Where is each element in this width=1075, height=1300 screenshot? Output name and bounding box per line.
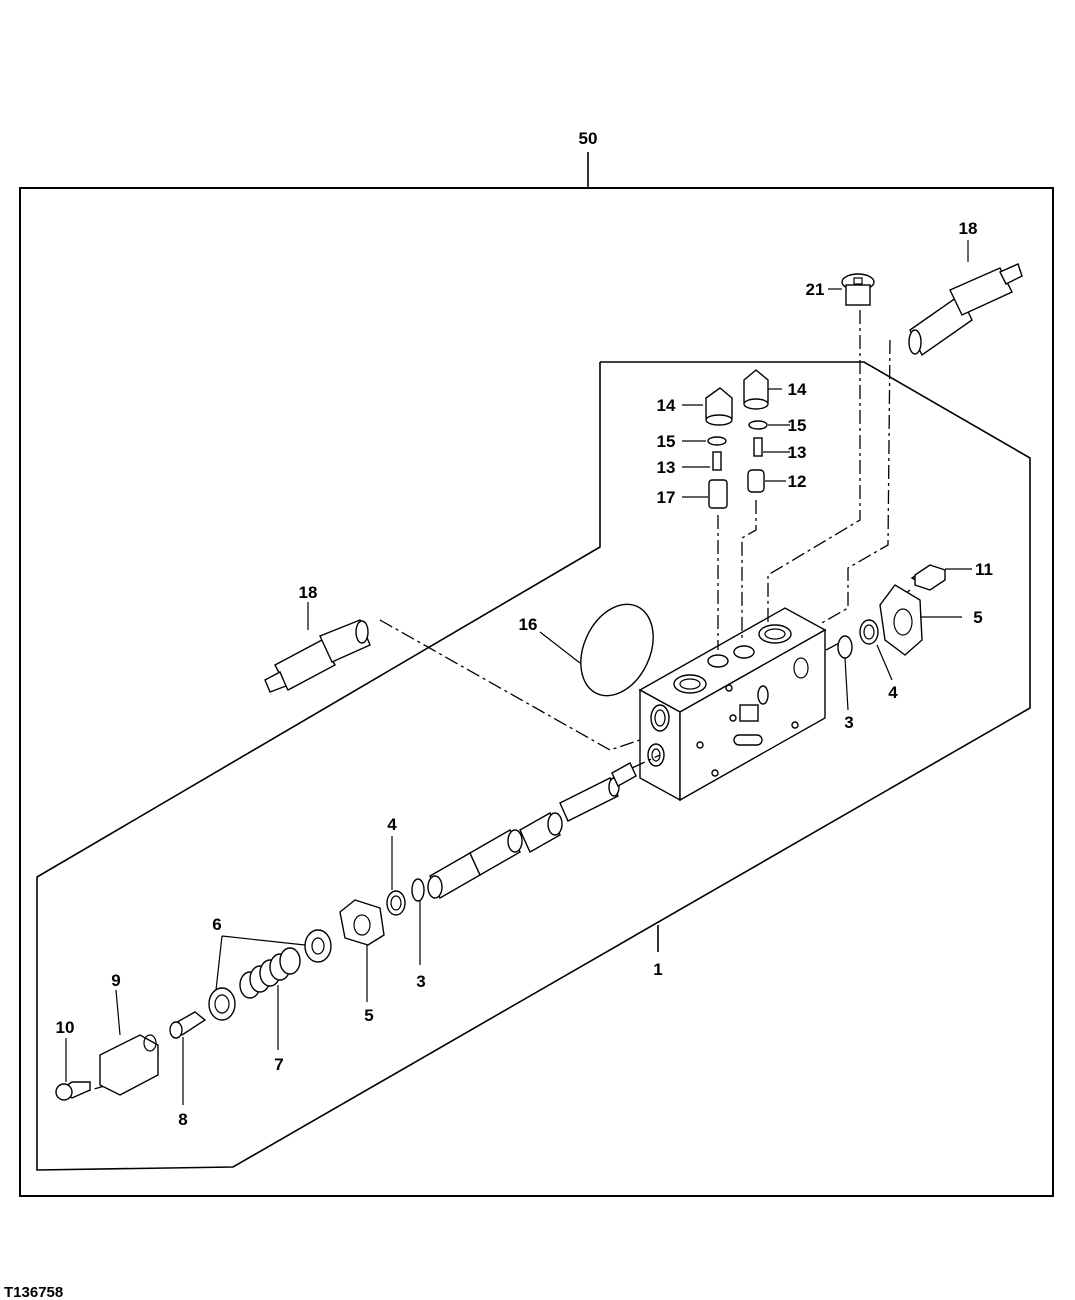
plug-stack <box>705 369 769 509</box>
valve-body <box>638 607 827 802</box>
callout-3-left: 3 <box>416 972 425 991</box>
callout-7: 7 <box>274 1055 283 1074</box>
callout-4-left: 4 <box>387 815 397 834</box>
callout-13-right: 13 <box>788 443 807 462</box>
callout-17: 17 <box>657 488 676 507</box>
inner-boundary <box>36 361 1031 1171</box>
spring-7 <box>239 947 301 999</box>
callout-11: 11 <box>975 560 993 579</box>
callout-16: 16 <box>519 615 538 634</box>
bolt-11 <box>914 564 946 591</box>
figure-id: T136758 <box>4 1284 63 1300</box>
callout-4-right: 4 <box>888 683 898 702</box>
callout-15-left: 15 <box>657 432 676 451</box>
callout-5-left: 5 <box>364 1006 373 1025</box>
left-seal-parts <box>208 878 425 1021</box>
bolt-8 <box>169 1011 207 1039</box>
callout-18-top: 18 <box>959 219 978 238</box>
cap-9 <box>99 1034 159 1096</box>
callout-21: 21 <box>806 280 825 299</box>
callout-labels: 50 21 18 14 14 15 15 13 13 17 12 11 5 4 … <box>56 129 993 1129</box>
callout-1: 1 <box>653 960 662 979</box>
callout-8: 8 <box>178 1110 187 1129</box>
callout-13-left: 13 <box>657 458 676 477</box>
bolt-10 <box>55 1081 91 1101</box>
leader-lines <box>65 240 972 1105</box>
large-o-ring-16 <box>580 603 654 697</box>
assembly-frame <box>19 152 1054 1197</box>
callout-10: 10 <box>56 1018 75 1037</box>
callout-14-right: 14 <box>788 380 807 399</box>
relief-valve-left <box>264 619 371 693</box>
callout-5-right: 5 <box>973 608 982 627</box>
relief-valve-top <box>908 263 1023 357</box>
callout-50: 50 <box>579 129 598 148</box>
callout-15-right: 15 <box>788 416 807 435</box>
callout-12: 12 <box>788 472 807 491</box>
spool <box>427 762 637 899</box>
callout-9: 9 <box>111 971 120 990</box>
callout-6: 6 <box>212 915 221 934</box>
callout-3-right: 3 <box>844 713 853 732</box>
callout-14-left: 14 <box>657 396 676 415</box>
callout-18-left: 18 <box>299 583 318 602</box>
plug-21 <box>841 273 875 306</box>
